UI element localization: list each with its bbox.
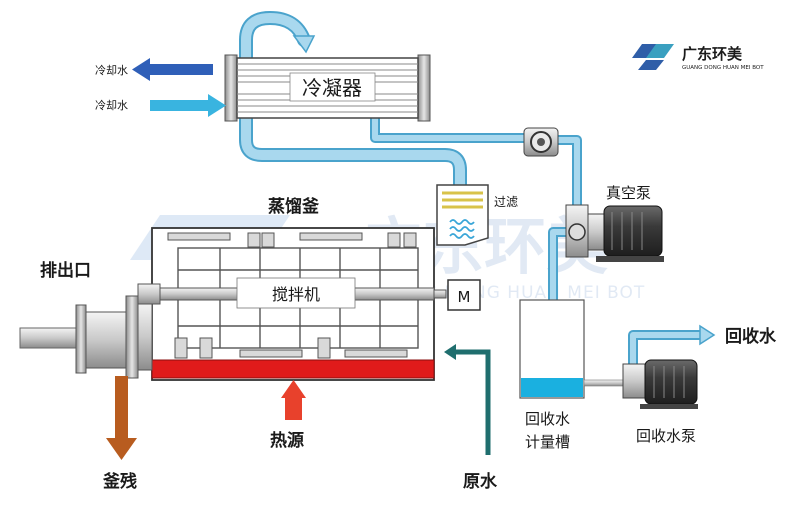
recovery-water-label: 回收水 — [725, 326, 777, 347]
condenser: 冷凝器 — [224, 54, 431, 122]
discharge-unit: 排出口 — [19, 260, 161, 379]
recovery-tank: 回收水 计量槽 — [519, 299, 585, 451]
recovery-tank-label-1: 回收水 — [525, 410, 570, 428]
heater-band — [151, 359, 435, 379]
recovery-water-arrow-icon — [699, 324, 716, 346]
vacuum-pump-label: 真空泵 — [606, 184, 651, 202]
recovery-pump: 回收水泵 — [622, 359, 698, 445]
brand-name: 广东环美 — [682, 45, 743, 63]
filter-label: 过滤 — [494, 195, 518, 209]
brand-logo: 广东环美 GUANG DONG HUAN MEI BOT — [632, 44, 764, 71]
motor-label: M — [458, 288, 471, 306]
agitator-label: 搅拌机 — [272, 285, 320, 304]
residue-arrow: 釜残 — [102, 376, 137, 492]
arrow-down-icon — [106, 438, 137, 460]
brand-subtitle: GUANG DONG HUAN MEI BOT — [682, 65, 764, 71]
arrow-left-icon — [132, 58, 150, 81]
discharge-label: 排出口 — [40, 260, 91, 281]
residue-label: 釜残 — [102, 471, 137, 492]
cooling-water-in: 冷却水 — [95, 94, 226, 117]
cooling-water-out-label: 冷却水 — [95, 64, 128, 77]
vapor-arrow-head-icon — [292, 35, 316, 54]
filter: 过滤 — [436, 184, 518, 246]
arrow-up-icon — [281, 380, 306, 398]
heat-source: 热源 — [270, 380, 306, 451]
raw-water: 原水 — [444, 344, 498, 492]
cooling-water-in-label: 冷却水 — [95, 99, 128, 112]
arrow-left-icon — [444, 344, 456, 360]
condenser-label: 冷凝器 — [302, 76, 362, 100]
vacuum-pump: 真空泵 — [565, 184, 664, 262]
raw-water-label: 原水 — [463, 471, 498, 492]
recovery-tank-label-2: 计量槽 — [525, 433, 570, 451]
brand-logo-icon — [632, 44, 674, 70]
heat-source-label: 热源 — [270, 430, 304, 451]
arrow-right-icon — [208, 94, 226, 117]
pipes — [239, 11, 705, 370]
tank-water-level — [521, 378, 583, 397]
still-label: 蒸馏釜 — [268, 196, 320, 217]
water-wave-icon — [449, 219, 475, 239]
check-valve — [523, 127, 559, 157]
recovery-pump-label: 回收水泵 — [636, 427, 696, 445]
cooling-water-out: 冷却水 — [95, 58, 213, 81]
motor: M — [447, 279, 481, 311]
